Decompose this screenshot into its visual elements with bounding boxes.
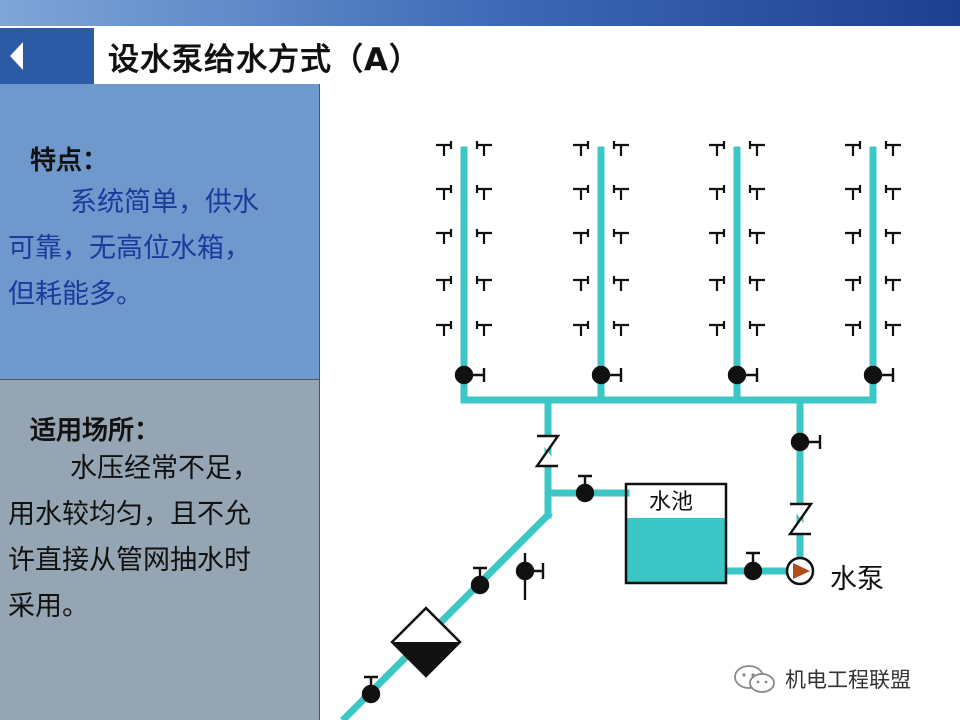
features-heading: 特点： [30,146,109,176]
pump-symbol [785,556,815,586]
riser-valves [361,365,895,704]
features-panel [0,84,320,380]
usage-line: 采用。 [8,591,89,622]
features-line: 但耗能多。 [8,279,143,310]
pump-label: 水泵 [830,564,884,595]
tank-label: 水池 [649,490,694,515]
water-supply-diagram [340,139,903,720]
watermark: 机电工程联盟 [733,664,911,694]
usage-heading: 适用场所： [30,416,161,446]
usage-line: 用水较均匀，且不允 [8,499,251,530]
watermark-text: 机电工程联盟 [785,668,911,692]
main-supply-pipe [340,510,553,720]
wechat-icon [734,665,775,693]
features-line: 可靠，无高位水箱， [8,233,251,264]
tap-groups [434,139,903,338]
usage-line: 许直接从管网抽水时 [8,545,251,576]
usage-line: 水压经常不足， [70,453,259,484]
title-background [96,28,321,82]
usage-text: 水压经常不足， 用水较均匀，且不允 许直接从管网抽水时 采用。 [8,446,304,630]
meter-symbol [390,606,462,678]
slide-title: 设水泵给水方式（A） [108,42,421,78]
back-button[interactable] [0,28,94,84]
top-banner [0,0,960,26]
usage-panel [0,380,320,720]
features-line: 系统简单，供水 [70,187,259,218]
check-valves [534,434,814,536]
back-arrow-icon [10,42,23,70]
water-tank [624,482,728,585]
features-text: 系统简单，供水 可靠，无高位水箱， 但耗能多。 [8,180,304,318]
